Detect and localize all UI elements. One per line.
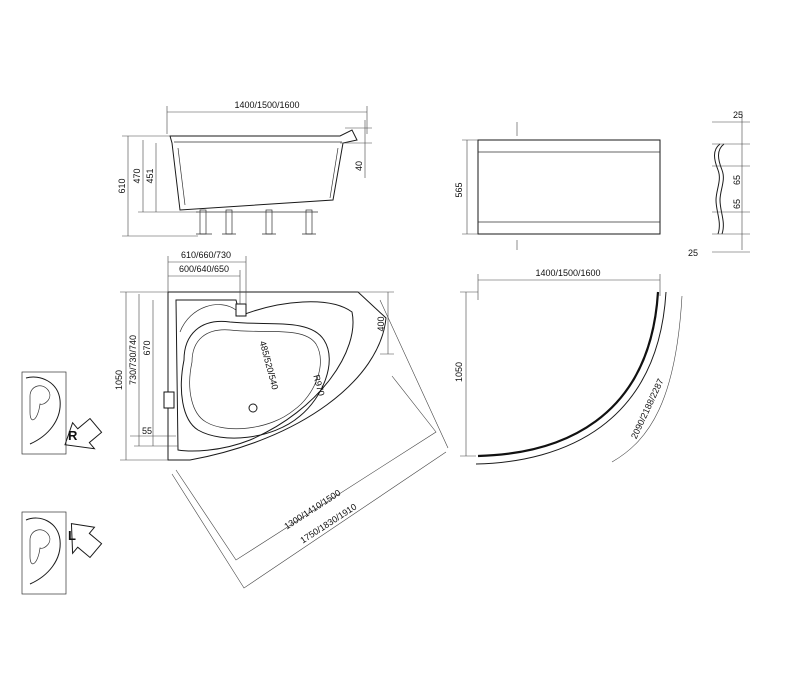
dim-panel-565: 565	[454, 182, 464, 197]
variant-left-label: L	[68, 528, 76, 543]
variant-left: L	[21, 511, 103, 595]
dim-plan-55: 55	[142, 426, 152, 436]
drain-icon	[248, 403, 258, 413]
panel-plan-view: 1400/1500/1600 1050 2090/2188/2287	[454, 268, 683, 465]
dim-side-610: 610	[117, 178, 127, 193]
panel-front-view: 565	[454, 122, 661, 250]
dim-plan-670: 670	[142, 340, 152, 355]
dim-profile-25-bottom: 25	[688, 248, 698, 258]
variant-right: R	[21, 371, 103, 455]
side-view: 1400/1500/1600 610 470 451 40	[117, 100, 372, 237]
dim-plan-w-outer: 610/660/730	[181, 250, 231, 260]
dim-side-width: 1400/1500/1600	[234, 100, 299, 110]
dim-plan-radius: R970	[311, 374, 326, 397]
dim-profile-65-b: 65	[732, 199, 742, 209]
tap-icon	[235, 303, 247, 317]
dim-profile-25-top: 25	[733, 110, 743, 120]
tub-plan-view: 610/660/730 600/640/650 1050 730/730/740…	[114, 250, 449, 589]
variant-right-label: R	[68, 428, 78, 443]
dim-panel-plan-height: 1050	[454, 362, 464, 382]
dim-plan-h-outer: 730/730/740	[128, 335, 138, 385]
dim-plan-w-inner: 600/640/650	[179, 264, 229, 274]
dim-side-470: 470	[132, 168, 142, 183]
tub-legs	[196, 209, 318, 235]
dim-side-40: 40	[354, 161, 364, 171]
dim-plan-400: 400	[376, 316, 386, 331]
dim-plan-basin: 485/520/540	[258, 340, 281, 391]
dim-profile-65-a: 65	[732, 175, 742, 185]
dim-panel-plan-width: 1400/1500/1600	[535, 268, 600, 278]
dim-plan-1050: 1050	[114, 370, 124, 390]
dim-panel-plan-arc: 2090/2188/2287	[629, 377, 666, 440]
panel-profile-view: 25 65 65 25	[688, 110, 750, 258]
overflow-icon	[163, 391, 175, 409]
dim-side-451: 451	[145, 168, 155, 183]
